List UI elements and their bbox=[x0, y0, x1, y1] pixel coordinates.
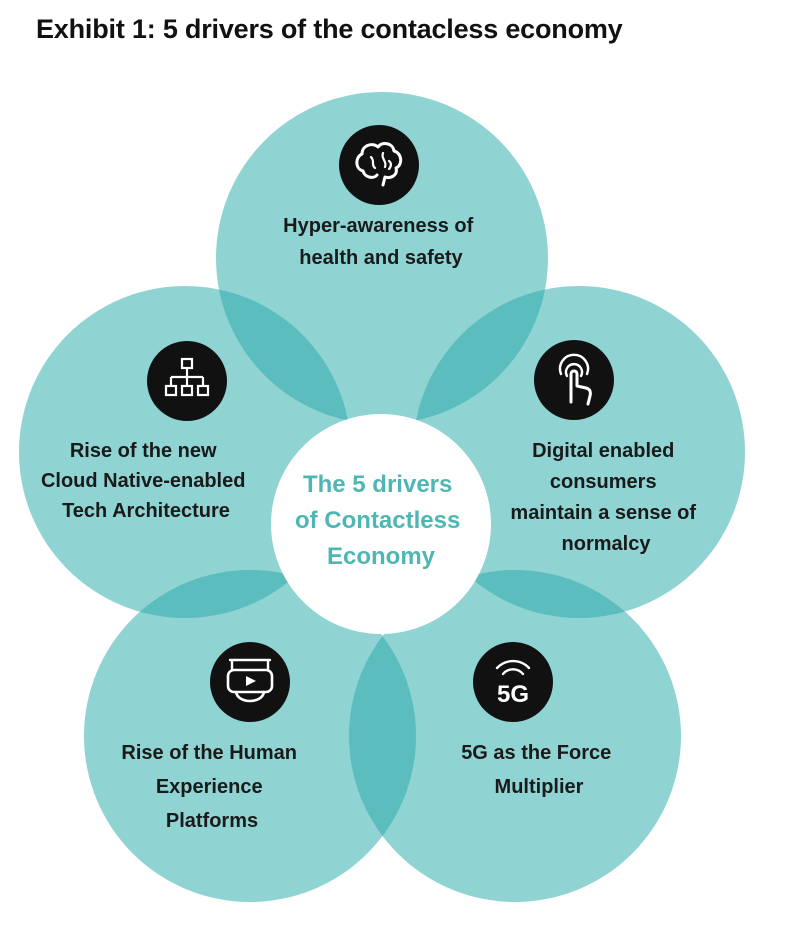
5g-icon: 5G bbox=[473, 642, 553, 722]
driver-label-line: Cloud Native-enabled bbox=[41, 470, 245, 492]
driver-label-line: Rise of the Human bbox=[121, 742, 297, 764]
driver-label-line: 5G as the Force bbox=[461, 742, 611, 764]
center-line-3: Economy bbox=[327, 543, 436, 570]
page-title: Exhibit 1: 5 drivers of the contacless e… bbox=[36, 14, 623, 44]
driver-label-line: Hyper-awareness of bbox=[283, 215, 473, 237]
petal-hx bbox=[84, 570, 416, 902]
driver-label-line: consumers bbox=[550, 471, 657, 493]
driver-label-line: Platforms bbox=[166, 810, 258, 832]
driver-label-line: maintain a sense of bbox=[510, 502, 696, 524]
touch-hand-icon bbox=[534, 340, 614, 420]
driver-label-line: Rise of the new bbox=[70, 440, 217, 462]
driver-label-line: health and safety bbox=[299, 247, 463, 269]
brain-icon bbox=[339, 125, 419, 205]
overlaps-group bbox=[84, 286, 681, 902]
overlap-health-digital bbox=[413, 286, 548, 424]
driver-label-line: Experience bbox=[156, 776, 263, 798]
overlap-cloud-health bbox=[216, 286, 351, 424]
5g-icon-text: 5G bbox=[497, 681, 529, 708]
driver-label-hx: Rise of the Human Experience Platforms bbox=[121, 742, 302, 832]
center-label: The 5 drivers of Contactless Economy bbox=[295, 471, 467, 570]
driver-label-line: Tech Architecture bbox=[62, 500, 230, 522]
center-circle bbox=[271, 414, 491, 634]
center-line-1: The 5 drivers bbox=[303, 471, 452, 498]
hierarchy-icon bbox=[147, 341, 227, 421]
vr-headset-icon bbox=[210, 642, 290, 722]
driver-label-cloud: Rise of the new Cloud Native-enabled Tec… bbox=[41, 440, 251, 522]
driver-label-5g: 5G as the Force Multiplier bbox=[461, 742, 617, 798]
driver-label-line: normalcy bbox=[562, 533, 652, 555]
center-line-2: of Contactless bbox=[295, 507, 460, 534]
driver-label-line: Multiplier bbox=[495, 776, 584, 798]
driver-label-line: Digital enabled bbox=[532, 440, 674, 462]
driver-label-health: Hyper-awareness of health and safety bbox=[283, 215, 479, 269]
petal-5g bbox=[349, 570, 681, 902]
driver-label-digital: Digital enabled consumers maintain a sen… bbox=[510, 440, 701, 555]
